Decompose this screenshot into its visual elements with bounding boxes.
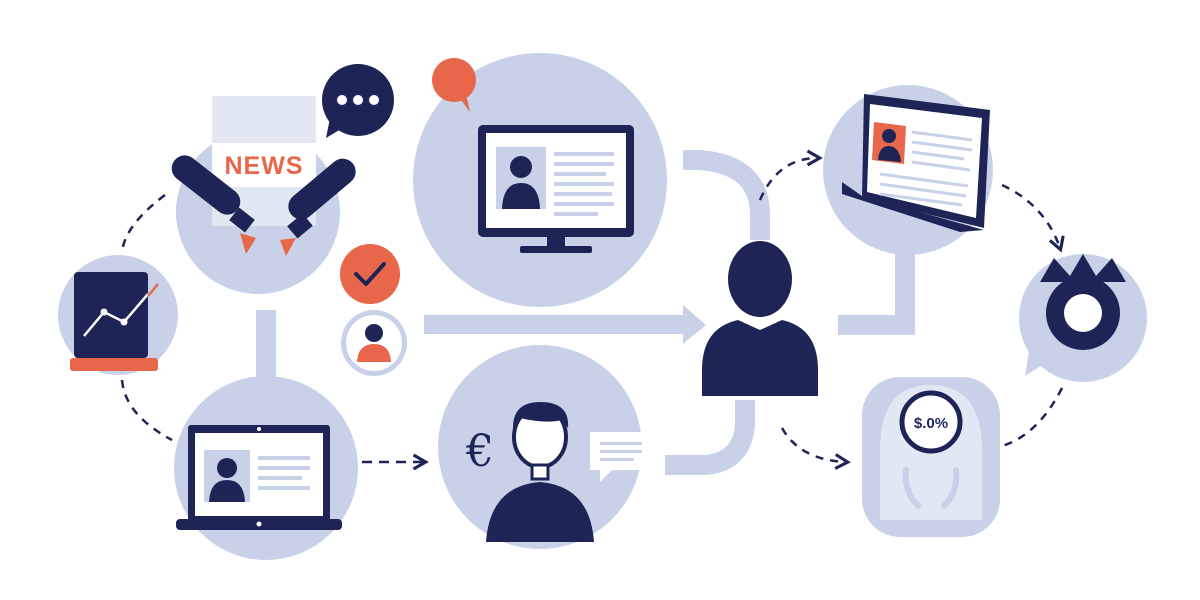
gear-ring-icon [1040, 254, 1126, 350]
chat-bubble-icon [432, 58, 476, 112]
profile-card-icon [204, 450, 310, 502]
shield-stroke [902, 467, 960, 509]
news-label: NEWS [225, 152, 304, 180]
connector-news-to-tablet [256, 310, 276, 390]
analytics-node [58, 255, 178, 375]
central-user-node [702, 241, 818, 396]
connector-center-to-laptop [838, 250, 915, 335]
checkmark-icon [340, 244, 400, 304]
dashed-laptop-to-ring [1001, 183, 1065, 253]
arrow-shaft-to-center [424, 315, 689, 334]
chat-bubble-icon [322, 64, 394, 138]
financial-badge-node: $.0% [862, 377, 1000, 537]
euro-icon: € [465, 426, 494, 477]
newspaper-headline-band [212, 143, 316, 187]
message-icon [590, 432, 650, 482]
dashed-news-to-analytics [120, 194, 166, 253]
dashed-analytics-to-tablet [120, 379, 173, 442]
dashed-ring-to-badge [1001, 387, 1064, 448]
microphone-icon [280, 158, 356, 256]
microphone-icon [171, 155, 256, 254]
profile-card-icon [496, 147, 614, 216]
ring-node [1019, 254, 1147, 382]
connectors [120, 149, 1065, 475]
user-icon [702, 241, 818, 396]
tablet-profile-node [174, 376, 358, 560]
line-chart-icon [70, 272, 159, 371]
currency-user-node: € [438, 345, 650, 549]
percent-badge-label: $.0% [914, 415, 948, 432]
laptop-profile-node [823, 85, 993, 255]
connector-monitor-to-center [683, 150, 770, 240]
speech-tail [1025, 345, 1050, 376]
user-avatar-icon [341, 310, 407, 376]
user-icon [486, 402, 594, 542]
connector-currency-to-center [665, 400, 755, 475]
dashed-center-to-laptop [758, 149, 823, 201]
percentage-badge-icon: $.0% [899, 390, 963, 454]
dashed-center-to-badge [780, 427, 851, 470]
monitor-profile-node [413, 53, 667, 307]
arrow-head-to-center [683, 305, 706, 344]
news-press-node: NEWS [171, 64, 394, 294]
verified-user-node [340, 244, 407, 376]
profile-card-icon [872, 122, 973, 207]
